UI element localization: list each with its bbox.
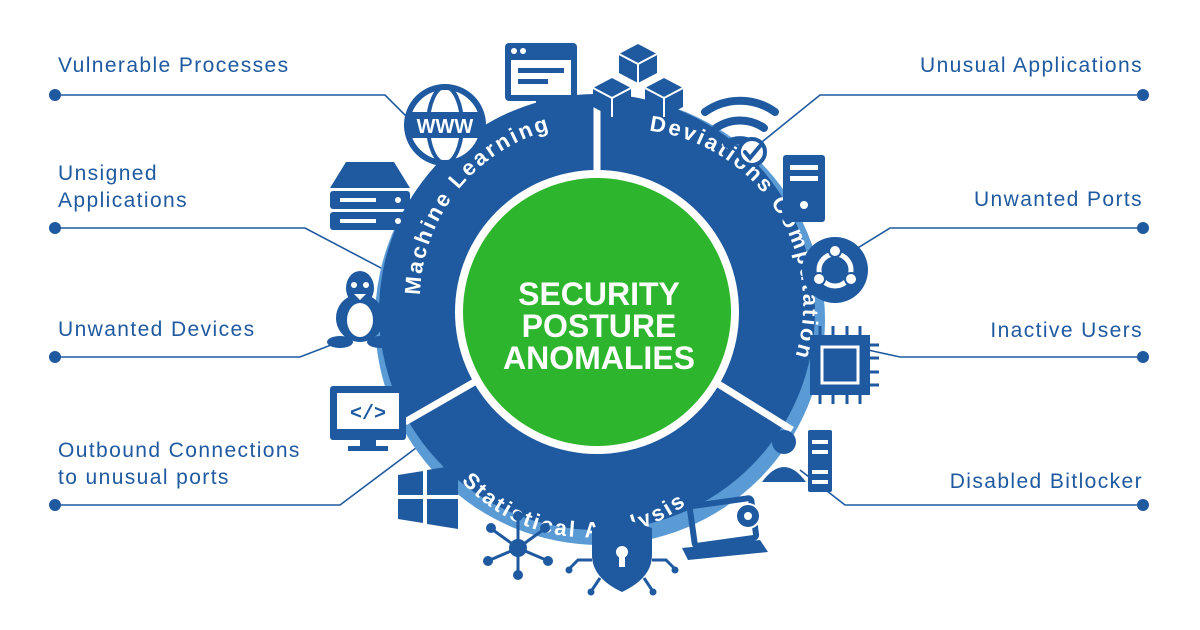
svg-text:WWW: WWW <box>417 116 474 138</box>
label-vulnerable-processes: Vulnerable Processes <box>58 54 290 77</box>
label-outbound-connections-line2: to unusual ports <box>58 466 230 489</box>
cpu-chip-icon <box>810 326 879 404</box>
connector-unusual-applications <box>751 94 1143 151</box>
connector-dot <box>1137 351 1149 363</box>
globe-www-icon: WWW <box>404 84 486 166</box>
connector-unwanted-ports <box>834 227 1143 263</box>
wifi-check-icon <box>701 96 779 167</box>
connector-dot <box>1137 499 1149 511</box>
connector-dot <box>49 89 61 101</box>
connector-dot <box>1137 222 1149 234</box>
server-tower-icon <box>783 155 825 222</box>
shield-circuit-icon <box>565 518 679 596</box>
center-disc <box>463 178 731 446</box>
connector-vulnerable-processes <box>55 94 431 141</box>
label-inactive-users: Inactive Users <box>990 319 1143 342</box>
center-title-line3: ANOMALIES <box>503 340 695 376</box>
connector-outbound-connections <box>55 444 421 506</box>
cubes-network-icon <box>592 44 684 117</box>
storage-stack-icon <box>330 162 410 230</box>
label-unwanted-ports: Unwanted Ports <box>973 188 1143 211</box>
connector-dot <box>49 499 61 511</box>
connector-dots <box>49 89 1149 511</box>
label-disabled-bitlocker: Disabled Bitlocker <box>949 470 1143 493</box>
laptop-gear-icon <box>682 495 768 560</box>
connector-unsigned-applications <box>55 227 401 279</box>
label-outbound-connections-line1: Outbound Connections <box>58 439 301 462</box>
label-unusual-applications: Unusual Applications <box>920 54 1143 77</box>
label-unwanted-devices: Unwanted Devices <box>58 318 256 341</box>
label-unsigned-applications-line1: Unsigned <box>58 162 158 185</box>
connector-dot <box>49 351 61 363</box>
code-monitor-icon: </> <box>330 386 406 451</box>
user-server-icon <box>762 430 832 492</box>
svg-text:</>: </> <box>350 403 386 426</box>
center-title: SECURITY POSTURE ANOMALIES <box>503 276 695 376</box>
network-hub-icon <box>483 511 553 580</box>
label-outbound-connections: Outbound Connections to unusual ports <box>58 437 301 491</box>
browser-window-icon <box>505 43 577 117</box>
connector-inactive-users <box>844 344 1143 358</box>
center-title-line1: SECURITY <box>518 276 680 312</box>
windows-logo-icon <box>398 465 458 529</box>
label-unsigned-applications-line2: Applications <box>58 189 189 212</box>
label-unsigned-applications: Unsigned Applications <box>58 160 188 214</box>
connector-dot <box>49 222 61 234</box>
linux-penguin-icon <box>327 271 393 348</box>
connector-dot <box>1137 89 1149 101</box>
center-title-line2: POSTURE <box>522 308 677 344</box>
ubuntu-icon <box>802 237 868 303</box>
